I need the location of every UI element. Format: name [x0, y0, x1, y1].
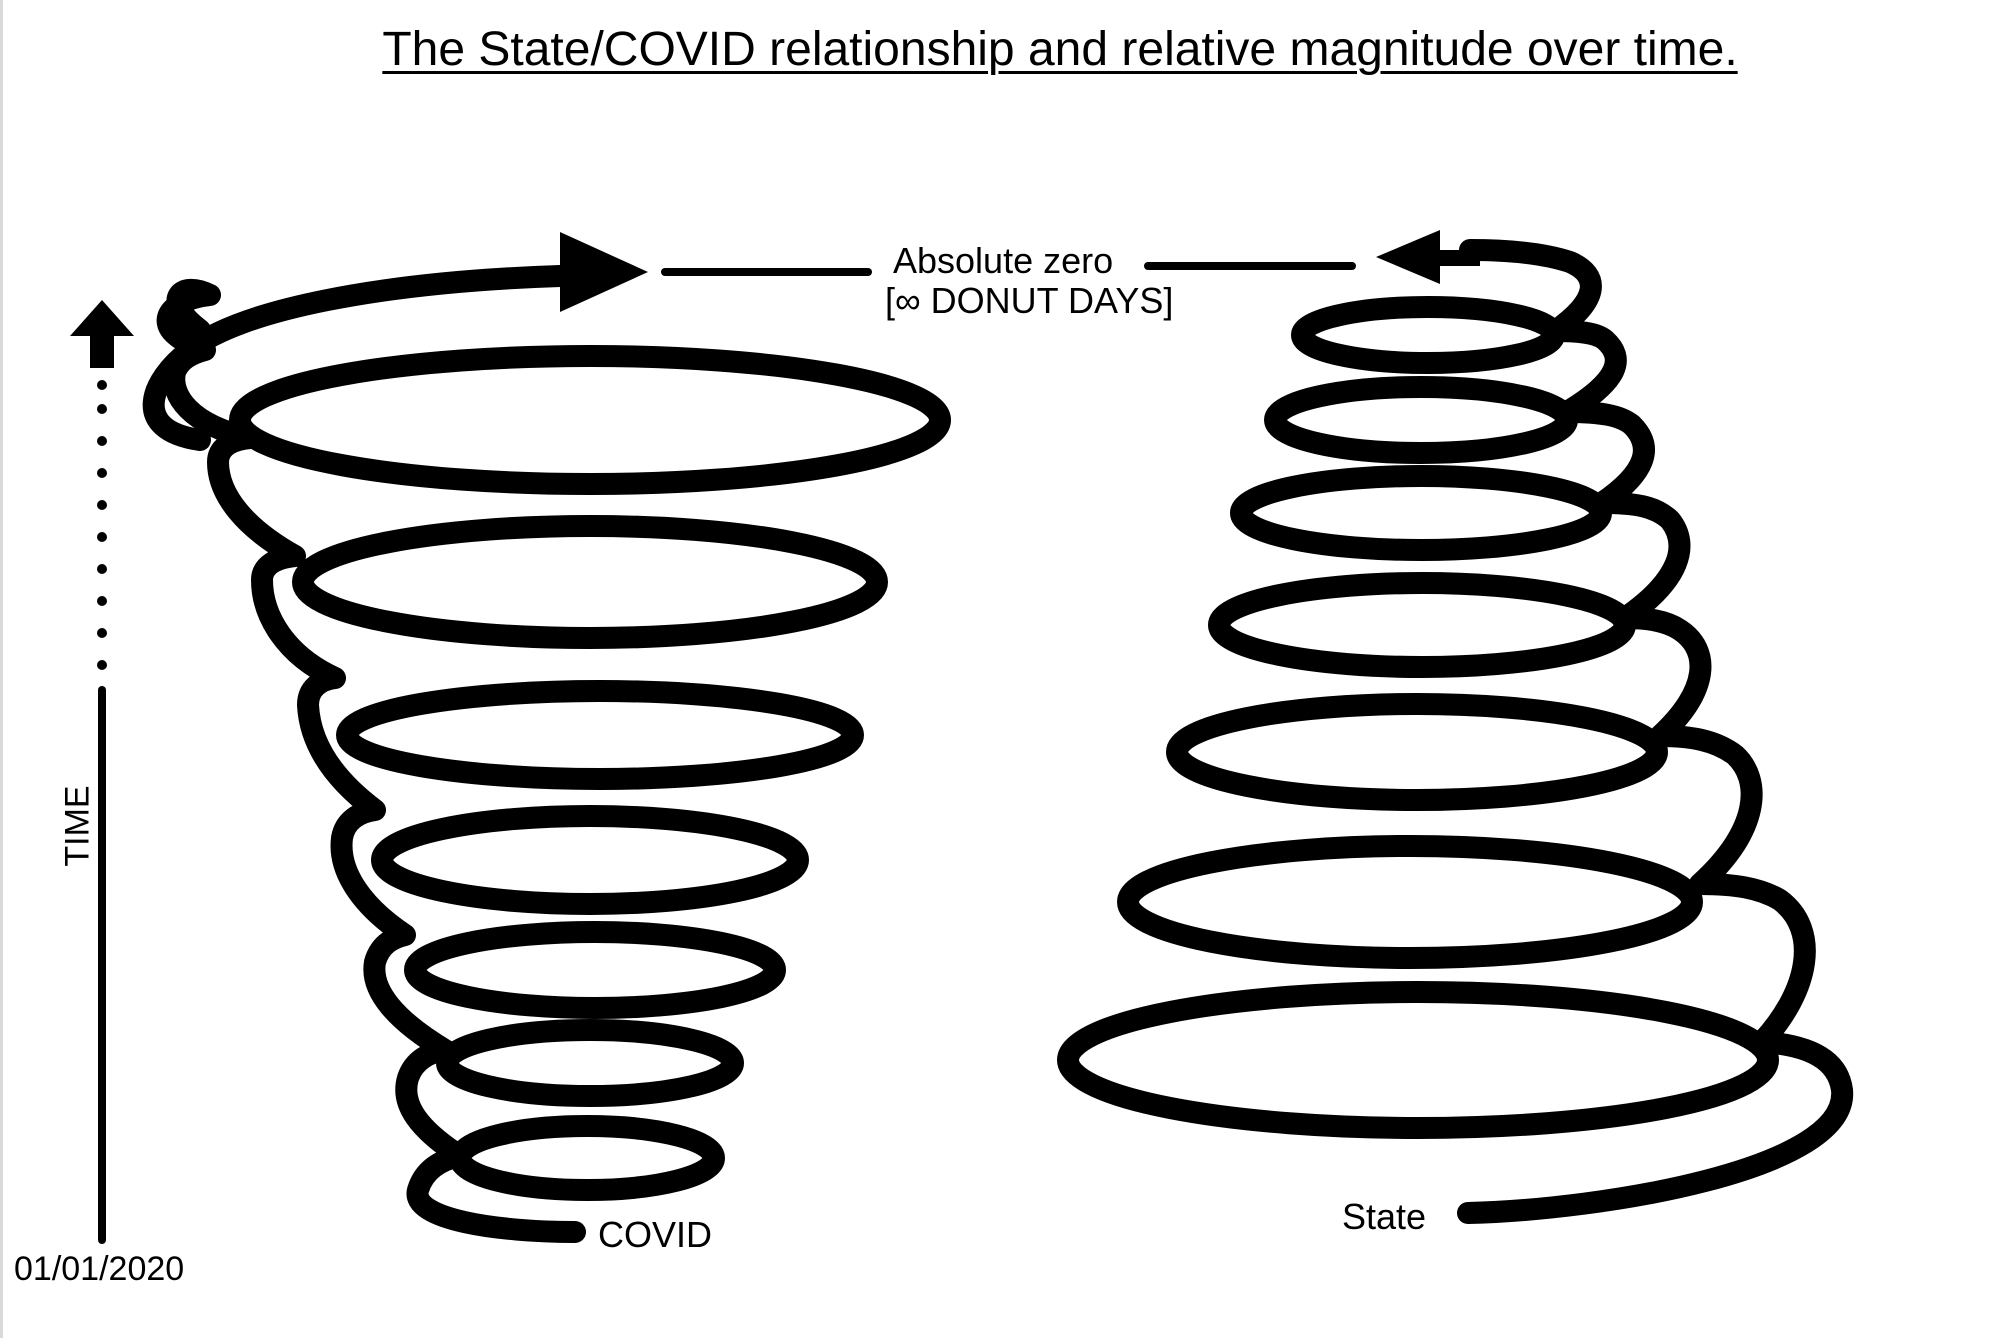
time-axis-label: TIME — [58, 785, 97, 867]
state-spiral-connector — [1457, 239, 1854, 1224]
state-spiral — [1057, 239, 1854, 1224]
donut-days-label: [∞ DONUT DAYS] — [885, 280, 1174, 321]
state-ring-6 — [1117, 835, 1703, 969]
covid-ring-5 — [371, 805, 809, 915]
arrow-right-icon — [560, 232, 648, 312]
state-ring-4 — [1208, 572, 1636, 678]
state-ring-3 — [1230, 465, 1612, 561]
state-ring-5 — [1166, 693, 1668, 811]
covid-spiral-top-arc — [142, 265, 571, 451]
covid-ring-3 — [436, 1019, 744, 1107]
state-ring-7 — [1057, 981, 1779, 1139]
covid-ring-2 — [449, 1115, 725, 1201]
arrow-up-icon — [70, 300, 134, 368]
start-date-label: 01/01/2020 — [14, 1250, 185, 1288]
covid-ring-4 — [404, 921, 786, 1019]
page-title: The State/COVID relationship and relativ… — [382, 23, 1738, 76]
absolute-zero-label: Absolute zero — [893, 240, 1114, 281]
state-label: State — [1342, 1196, 1427, 1237]
state-ring-1 — [1291, 296, 1565, 374]
covid-ring-7 — [292, 515, 888, 649]
state-ring-2 — [1264, 376, 1578, 464]
covid-spiral — [142, 265, 951, 1243]
arrow-left-icon — [1376, 230, 1480, 284]
time-axis-dotted-line — [97, 380, 107, 670]
covid-label: COVID — [598, 1214, 713, 1255]
covid-ring-8 — [229, 345, 951, 495]
covid-ring-6 — [336, 680, 864, 790]
left-border — [0, 0, 3, 1338]
time-axis — [70, 300, 134, 1244]
